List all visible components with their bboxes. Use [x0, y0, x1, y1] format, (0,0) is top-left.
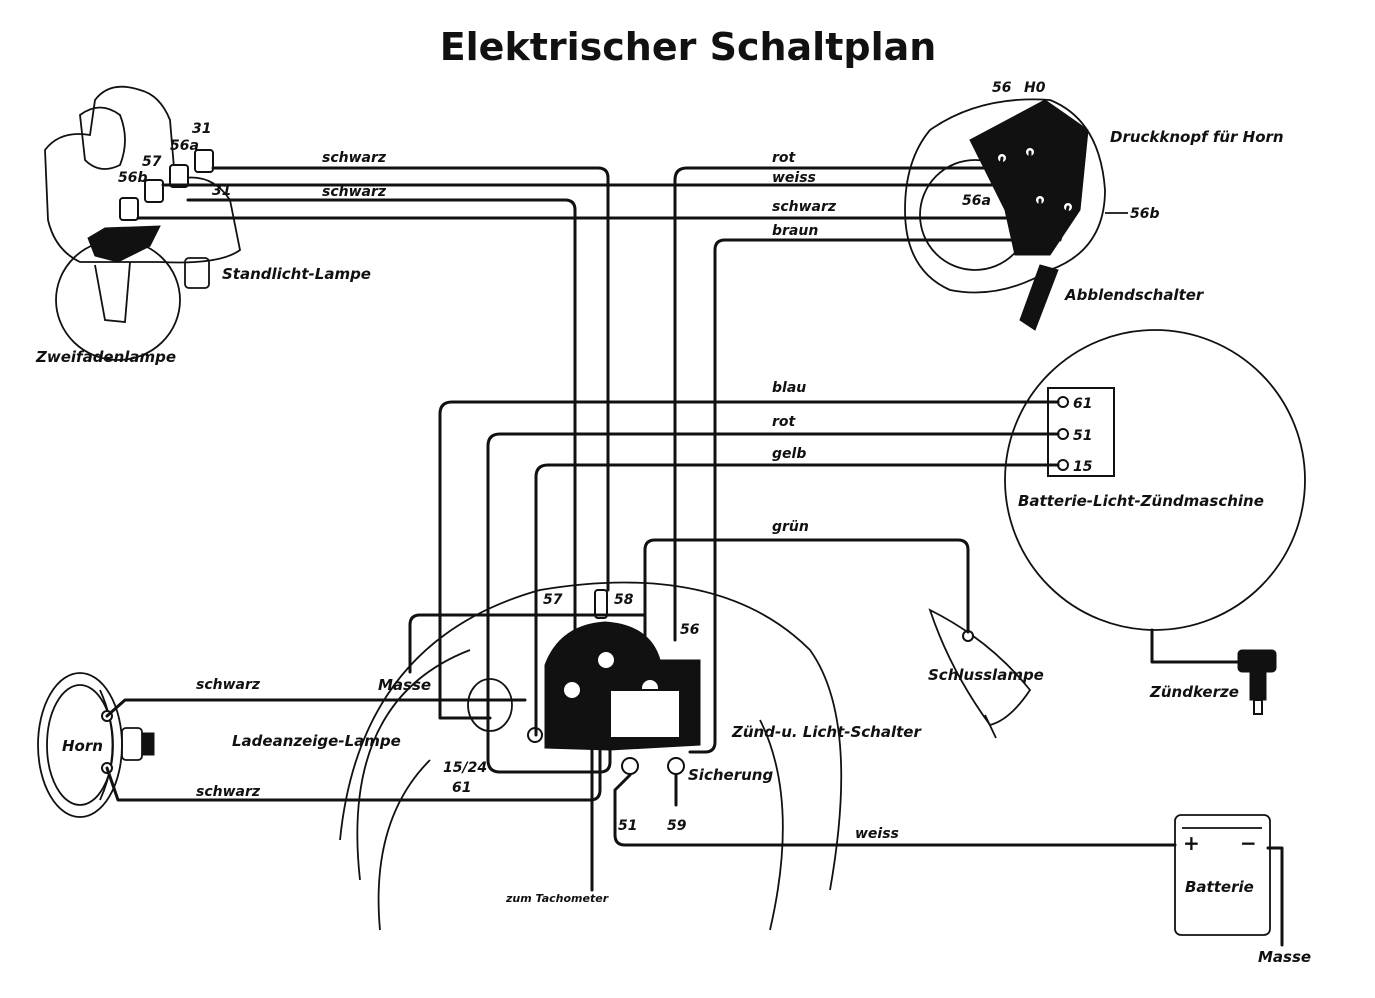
generator-label: Batterie-Licht-Zündmaschine	[1018, 492, 1264, 510]
battery-plus: +	[1183, 831, 1200, 855]
abblendschalter-label: Abblendschalter	[1064, 286, 1205, 304]
hub-terminal-56: 56	[680, 622, 700, 638]
horn-label: Horn	[62, 737, 103, 755]
battery-minus: −	[1240, 831, 1257, 855]
wire-label-schwarz-2: schwarz	[322, 184, 387, 200]
druckknopf-horn-label: Druckknopf für Horn	[1110, 128, 1284, 146]
battery	[1174, 814, 1271, 936]
wire-harness	[105, 150, 1177, 892]
standlicht-lampe-label: Standlicht-Lampe	[222, 265, 371, 283]
masse-center-label: Masse	[378, 676, 431, 694]
hub-terminal-61: 61	[452, 780, 471, 796]
switch-terminal-56b: 56b	[1130, 206, 1160, 222]
ladeanzeige-lampe-label: Ladeanzeige-Lampe	[232, 732, 401, 750]
dimmer-switch	[904, 98, 1106, 331]
wire-label-rot-mid: rot	[772, 414, 797, 430]
batterie-label: Batterie	[1185, 878, 1254, 896]
wire-label-gruen: grün	[772, 519, 809, 535]
zuendkerze-label: Zündkerze	[1149, 683, 1239, 701]
wire-label-schwarz-1: schwarz	[322, 150, 387, 166]
sicherung-label: Sicherung	[688, 766, 773, 784]
generator	[1004, 329, 1306, 631]
wire-label-blau: blau	[772, 380, 806, 396]
hub-terminal-58: 58	[614, 592, 634, 608]
horn	[37, 672, 155, 818]
wire-label-weiss-top: weiss	[772, 170, 816, 186]
lamp-terminal-57: 57	[142, 154, 162, 170]
ignition-light-switch-hub	[339, 581, 843, 931]
masse-battery-label: Masse	[1258, 948, 1311, 966]
diagram-title: Elektrischer Schaltplan	[440, 25, 937, 69]
schlusslampe-label: Schlusslampe	[928, 666, 1044, 684]
hub-terminal-57: 57	[543, 592, 563, 608]
gen-terminal-51: 51	[1073, 428, 1092, 444]
wire-label-braun: braun	[772, 223, 818, 239]
wire-label-weiss-bottom: weiss	[855, 826, 899, 842]
wire-label-gelb: gelb	[772, 446, 806, 462]
lamp-terminal-31: 31	[192, 121, 211, 137]
wire-label-schwarz-horn-bottom: schwarz	[196, 784, 261, 800]
headlamp-assembly	[44, 85, 241, 361]
lamp-terminal-31b: 31	[212, 183, 231, 199]
zuend-licht-schalter-label: Zünd-u. Licht-Schalter	[731, 723, 922, 741]
zum-tachometer-label: zum Tachometer	[505, 892, 609, 905]
gen-terminal-15: 15	[1073, 459, 1093, 475]
wire-label-schwarz-horn-top: schwarz	[196, 677, 261, 693]
gen-terminal-61: 61	[1073, 396, 1092, 412]
zweifadenlampe-label: Zweifadenlampe	[35, 348, 176, 366]
lamp-terminal-56a: 56a	[170, 138, 199, 154]
lamp-terminal-56b: 56b	[118, 170, 148, 186]
switch-terminal-56a: 56a	[962, 193, 991, 209]
hub-terminal-15-24: 15/24	[443, 760, 487, 776]
switch-terminal-h0: H0	[1024, 80, 1046, 96]
spark-plug	[1150, 628, 1277, 715]
switch-terminal-56: 56	[992, 80, 1012, 96]
hub-terminal-51: 51	[618, 818, 637, 834]
hub-terminal-59: 59	[667, 818, 687, 834]
wire-label-schwarz-top: schwarz	[772, 199, 837, 215]
wire-label-rot-top: rot	[772, 150, 797, 166]
